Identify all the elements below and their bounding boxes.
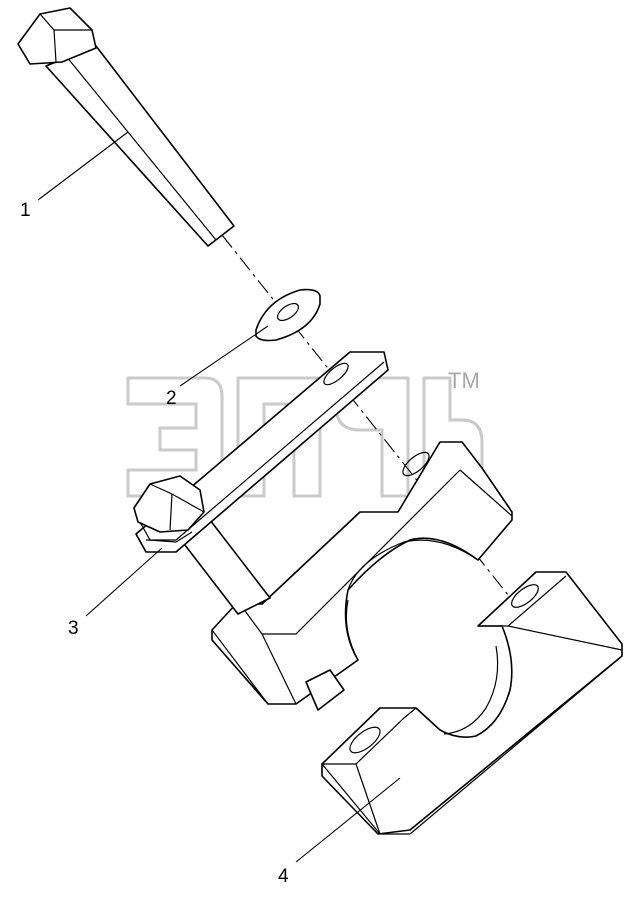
leader-line-4 [295, 777, 401, 863]
part-1-hex-bolt [17, 7, 235, 247]
callout-3: 3 [68, 618, 79, 639]
callout-4: 4 [278, 866, 289, 887]
callout-1: 1 [20, 200, 31, 221]
watermark-trademark: TM [448, 368, 480, 393]
part-4-lower-clamp [321, 571, 623, 835]
leader-line-1 [37, 131, 129, 201]
part-3-upper-clamp [133, 351, 513, 711]
callout-2: 2 [166, 388, 177, 409]
part-2-washer [255, 288, 321, 342]
leader-line-3 [85, 547, 163, 617]
leader-line-2 [179, 325, 269, 387]
